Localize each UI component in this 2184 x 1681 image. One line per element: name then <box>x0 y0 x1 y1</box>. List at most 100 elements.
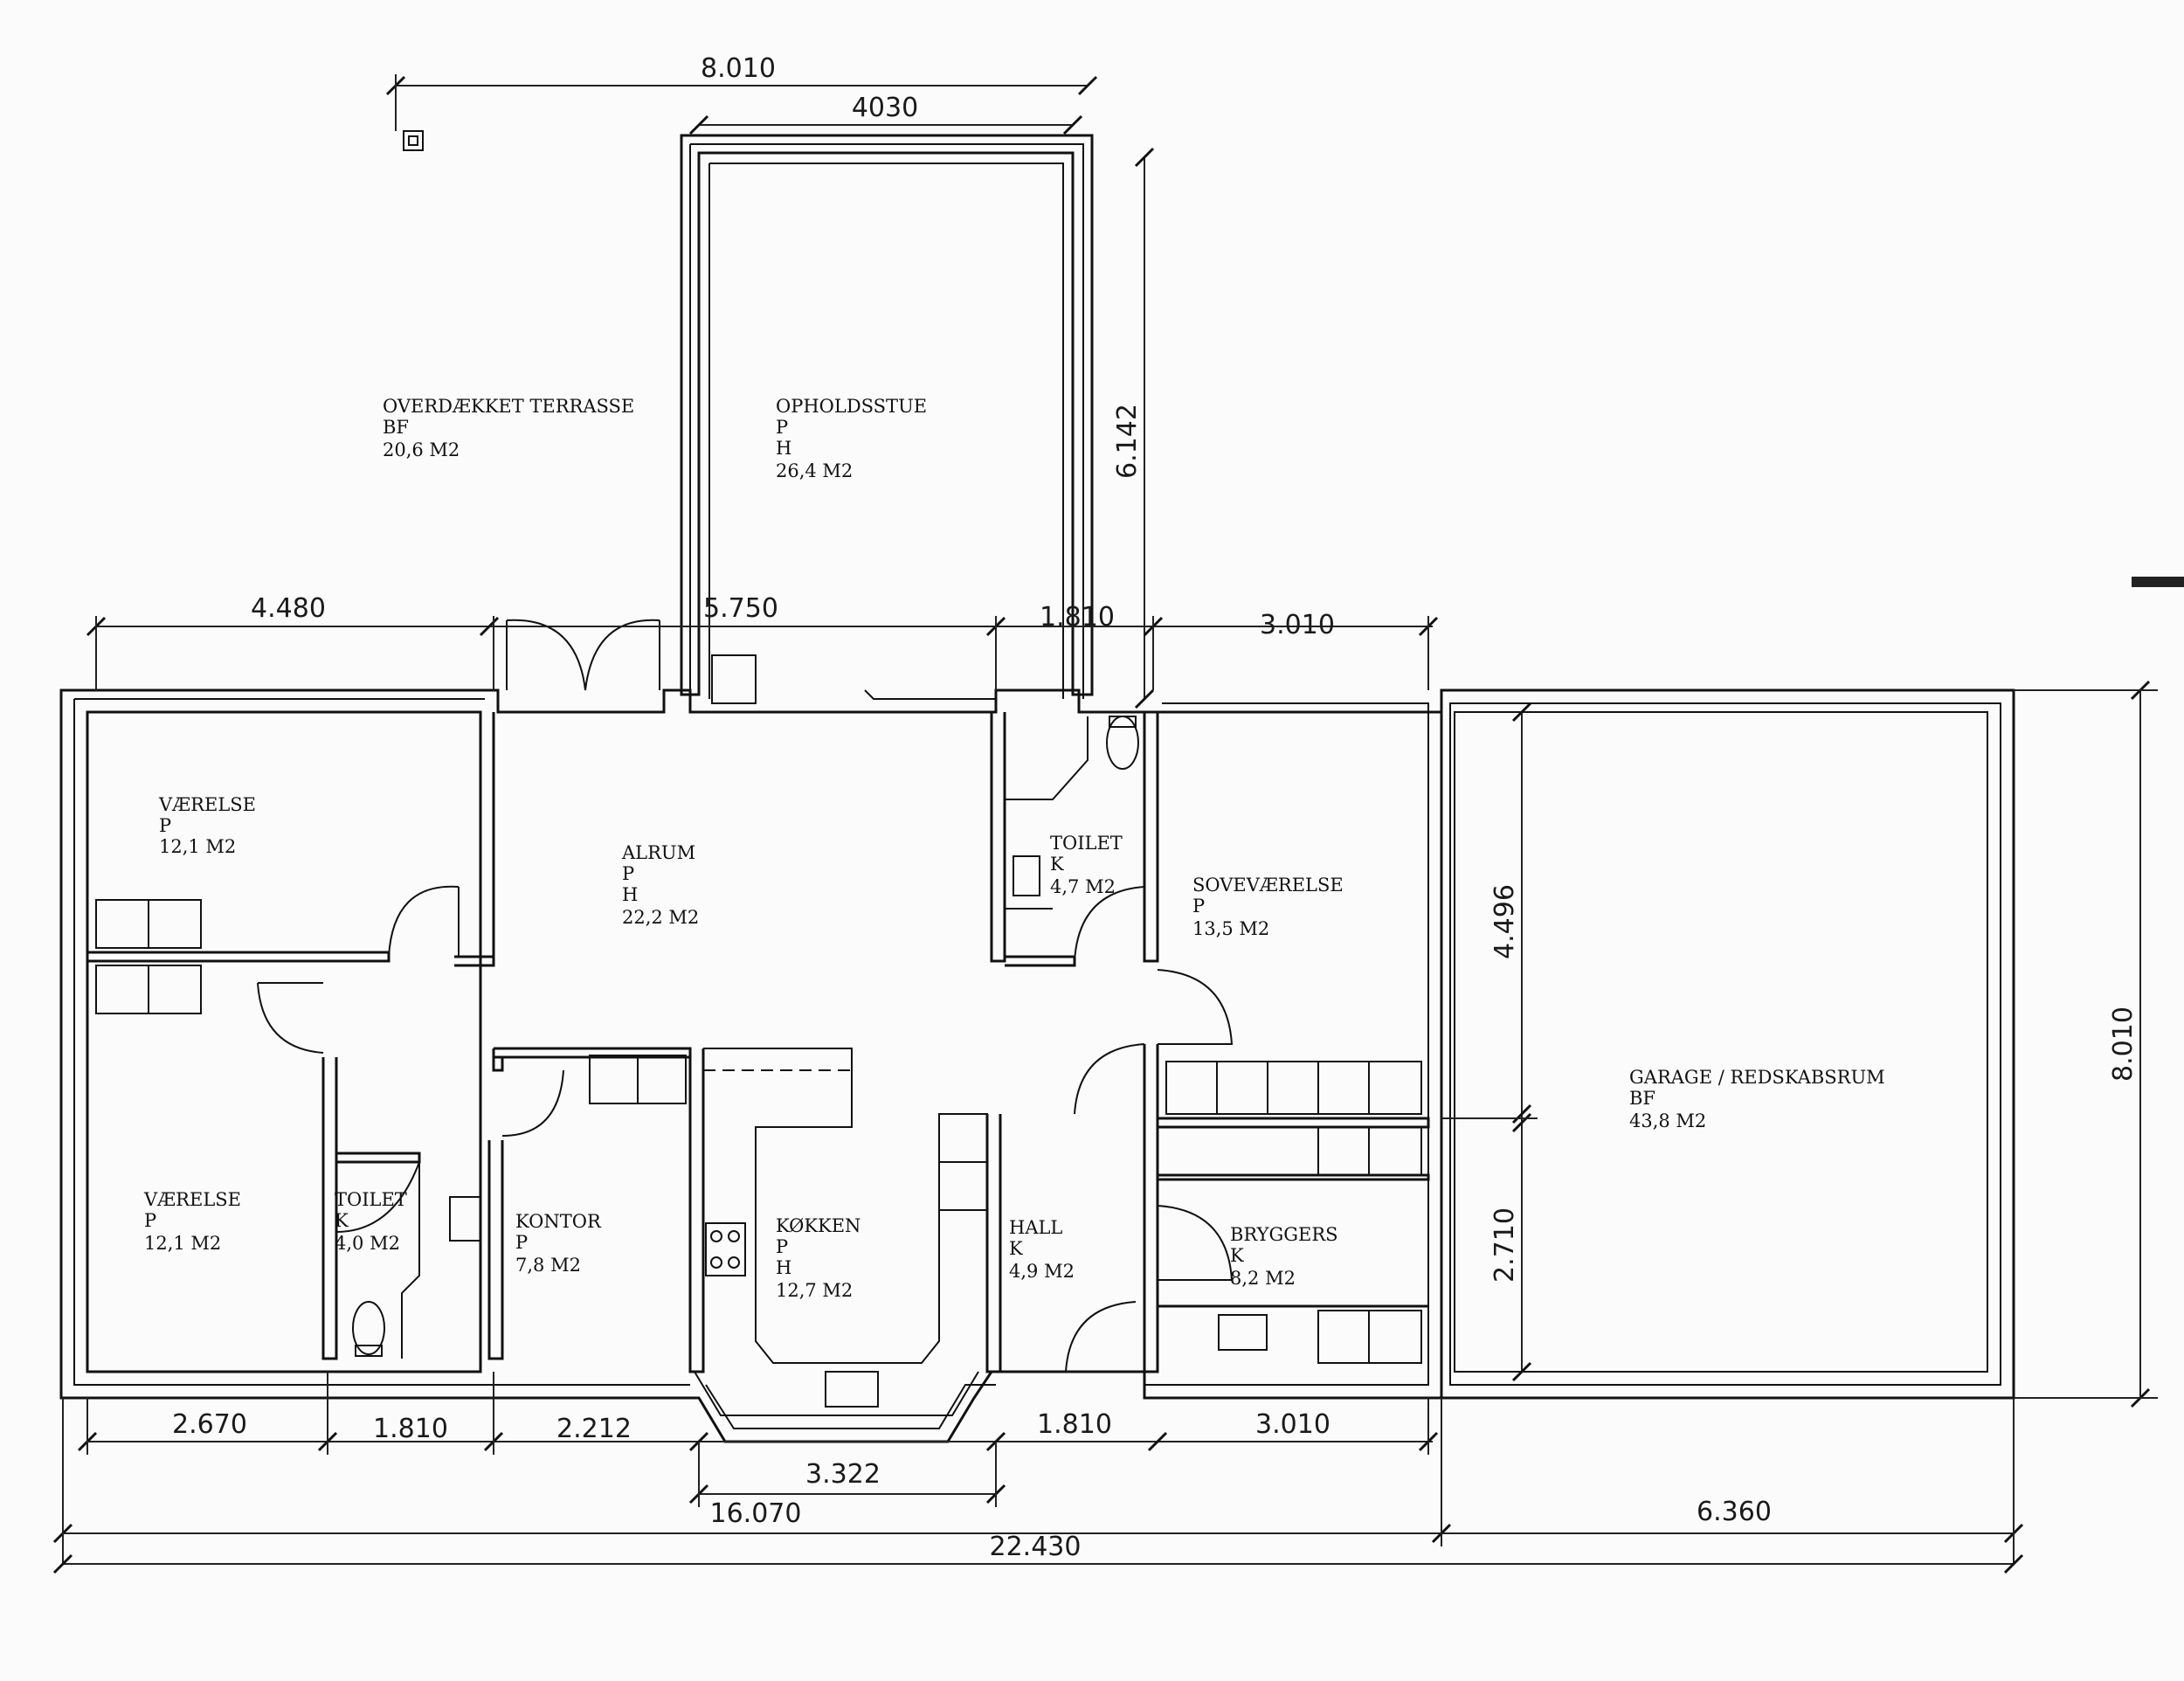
svg-text:P: P <box>1192 896 1205 917</box>
room-garage: GARAGE / REDSKABSRUM BF 43,8 M2 <box>1629 1067 1885 1131</box>
svg-text:ALRUM: ALRUM <box>621 842 695 863</box>
svg-text:43,8 M2: 43,8 M2 <box>1629 1110 1706 1131</box>
office-door <box>501 1069 564 1137</box>
terrace-door-left <box>506 619 586 691</box>
room-alrum: ALRUM P H 22,2 M2 <box>621 842 699 928</box>
svg-text:VÆRELSE: VÆRELSE <box>158 794 256 815</box>
main-outer-wall <box>59 688 1443 1443</box>
room-office: KONTOR P 7,8 M2 <box>515 1211 602 1276</box>
garage-outer-wall <box>1440 688 2015 1400</box>
room-hall: HALL K 4,9 M2 <box>1009 1217 1075 1282</box>
svg-text:TOILET: TOILET <box>335 1189 407 1210</box>
svg-text:4,7 M2: 4,7 M2 <box>1050 876 1116 897</box>
dim-garage-width: 6.360 <box>1697 1497 1772 1527</box>
svg-text:22,2 M2: 22,2 M2 <box>622 907 699 928</box>
room-master-bedroom: SOVEVÆRELSE P 13,5 M2 <box>1192 875 1344 939</box>
dimension-lines <box>52 74 2184 1574</box>
dim-upper-c: 1.810 <box>1040 602 1115 633</box>
closet-unit <box>95 899 149 949</box>
svg-text:12,1 M2: 12,1 M2 <box>159 836 236 857</box>
svg-text:H: H <box>776 438 791 459</box>
svg-text:P: P <box>622 863 634 884</box>
svg-text:K: K <box>1009 1238 1023 1259</box>
svg-text:P: P <box>776 1236 788 1257</box>
svg-text:KONTOR: KONTOR <box>515 1211 602 1232</box>
svg-text:VÆRELSE: VÆRELSE <box>143 1189 241 1210</box>
outer-walls <box>59 134 2015 1443</box>
room-bedroom1: VÆRELSE P 12,1 M2 <box>158 794 256 857</box>
front-door <box>1065 1301 1137 1373</box>
doors <box>257 619 1234 1373</box>
room-toilet1: TOILET K 4,7 M2 <box>1050 833 1123 897</box>
svg-text:20,6 M2: 20,6 M2 <box>383 439 460 460</box>
interior-walls <box>87 712 1430 1373</box>
wash-basin <box>1013 855 1040 896</box>
kitchen-counter <box>703 1048 940 1364</box>
dim-overall: 22.430 <box>990 1532 1082 1562</box>
bryggers-door <box>1157 1205 1234 1281</box>
svg-text:13,5 M2: 13,5 M2 <box>1192 918 1269 939</box>
hall-door-top <box>1074 1043 1145 1115</box>
room-terrace: OVERDÆKKET TERRASSE BF 20,6 M2 <box>383 396 634 460</box>
toilet-bowl <box>352 1301 385 1355</box>
svg-text:OPHOLDSSTUE: OPHOLDSSTUE <box>776 396 927 417</box>
room-labels: OVERDÆKKET TERRASSE BF 20,6 M2 OPHOLDSST… <box>143 396 1885 1301</box>
dim-lower-a: 2.670 <box>172 1409 247 1440</box>
dim-garage-lower: 2.710 <box>1489 1207 1520 1283</box>
svg-text:TOILET: TOILET <box>1050 833 1123 854</box>
room-bedroom2: VÆRELSE P 12,1 M2 <box>143 1189 241 1254</box>
bedroom-divider-wall <box>87 951 390 963</box>
toilet1-door <box>1074 886 1145 962</box>
room-utility: BRYGGERS K 8,2 M2 <box>1230 1224 1338 1289</box>
dim-lower-d: 3.322 <box>805 1459 881 1490</box>
fixtures <box>95 130 1422 1408</box>
compass-marker <box>403 130 424 151</box>
dimension-labels: 8.010 4030 6.142 4.480 5.750 1.810 3.010… <box>172 53 2139 1562</box>
bedroom1-door <box>388 885 460 958</box>
svg-text:H: H <box>776 1257 791 1278</box>
dim-upper-a: 4.480 <box>251 593 326 624</box>
dim-garage-total: 8.010 <box>2108 1007 2139 1082</box>
svg-text:P: P <box>515 1232 528 1253</box>
west-wing-inner <box>86 710 482 1373</box>
svg-text:7,8 M2: 7,8 M2 <box>515 1255 581 1276</box>
dim-lower-c: 2.212 <box>556 1414 632 1444</box>
room-toilet2: TOILET K 4,0 M2 <box>335 1189 407 1254</box>
svg-text:P: P <box>159 815 171 836</box>
wash-basin <box>449 1196 481 1242</box>
svg-text:GARAGE / REDSKABSRUM: GARAGE / REDSKABSRUM <box>1629 1067 1885 1088</box>
svg-text:4,0 M2: 4,0 M2 <box>335 1233 400 1254</box>
dim-lower-f: 3.010 <box>1255 1409 1330 1440</box>
svg-text:BRYGGERS: BRYGGERS <box>1230 1224 1338 1245</box>
svg-text:BF: BF <box>1629 1088 1655 1109</box>
dim-main-width: 16.070 <box>710 1498 802 1529</box>
dim-garage-upper: 4.496 <box>1489 884 1520 959</box>
svg-text:BF: BF <box>383 417 409 438</box>
dim-lower-e: 1.810 <box>1037 1409 1112 1440</box>
svg-text:K: K <box>1230 1245 1244 1266</box>
svg-text:12,7 M2: 12,7 M2 <box>776 1280 853 1301</box>
room-living: OPHOLDSSTUE P H 26,4 M2 <box>776 396 927 481</box>
svg-text:12,1 M2: 12,1 M2 <box>144 1233 221 1254</box>
living-room-walls <box>680 134 1094 696</box>
bedroom2-door <box>257 982 324 1054</box>
svg-text:HALL: HALL <box>1009 1217 1062 1238</box>
svg-text:SOVEVÆRELSE: SOVEVÆRELSE <box>1192 875 1344 896</box>
svg-text:K: K <box>1050 854 1064 875</box>
svg-text:H: H <box>622 884 638 905</box>
svg-text:OVERDÆKKET TERRASSE: OVERDÆKKET TERRASSE <box>383 396 634 417</box>
dim-upper-d: 3.010 <box>1260 610 1335 640</box>
svg-text:8,2 M2: 8,2 M2 <box>1230 1268 1296 1289</box>
svg-text:4,9 M2: 4,9 M2 <box>1009 1261 1075 1282</box>
toilet-bowl <box>1106 716 1139 770</box>
dim-lower-b: 1.810 <box>373 1414 448 1444</box>
master-door <box>1157 969 1234 1045</box>
toilet2-door <box>335 1161 420 1233</box>
svg-text:26,4 M2: 26,4 M2 <box>776 460 853 481</box>
svg-text:P: P <box>776 417 788 438</box>
dim-top-living: 4030 <box>852 93 918 123</box>
dim-top-total: 8.010 <box>701 53 776 84</box>
dim-upper-b: 5.750 <box>703 593 778 624</box>
kitchen-sink <box>825 1371 879 1408</box>
